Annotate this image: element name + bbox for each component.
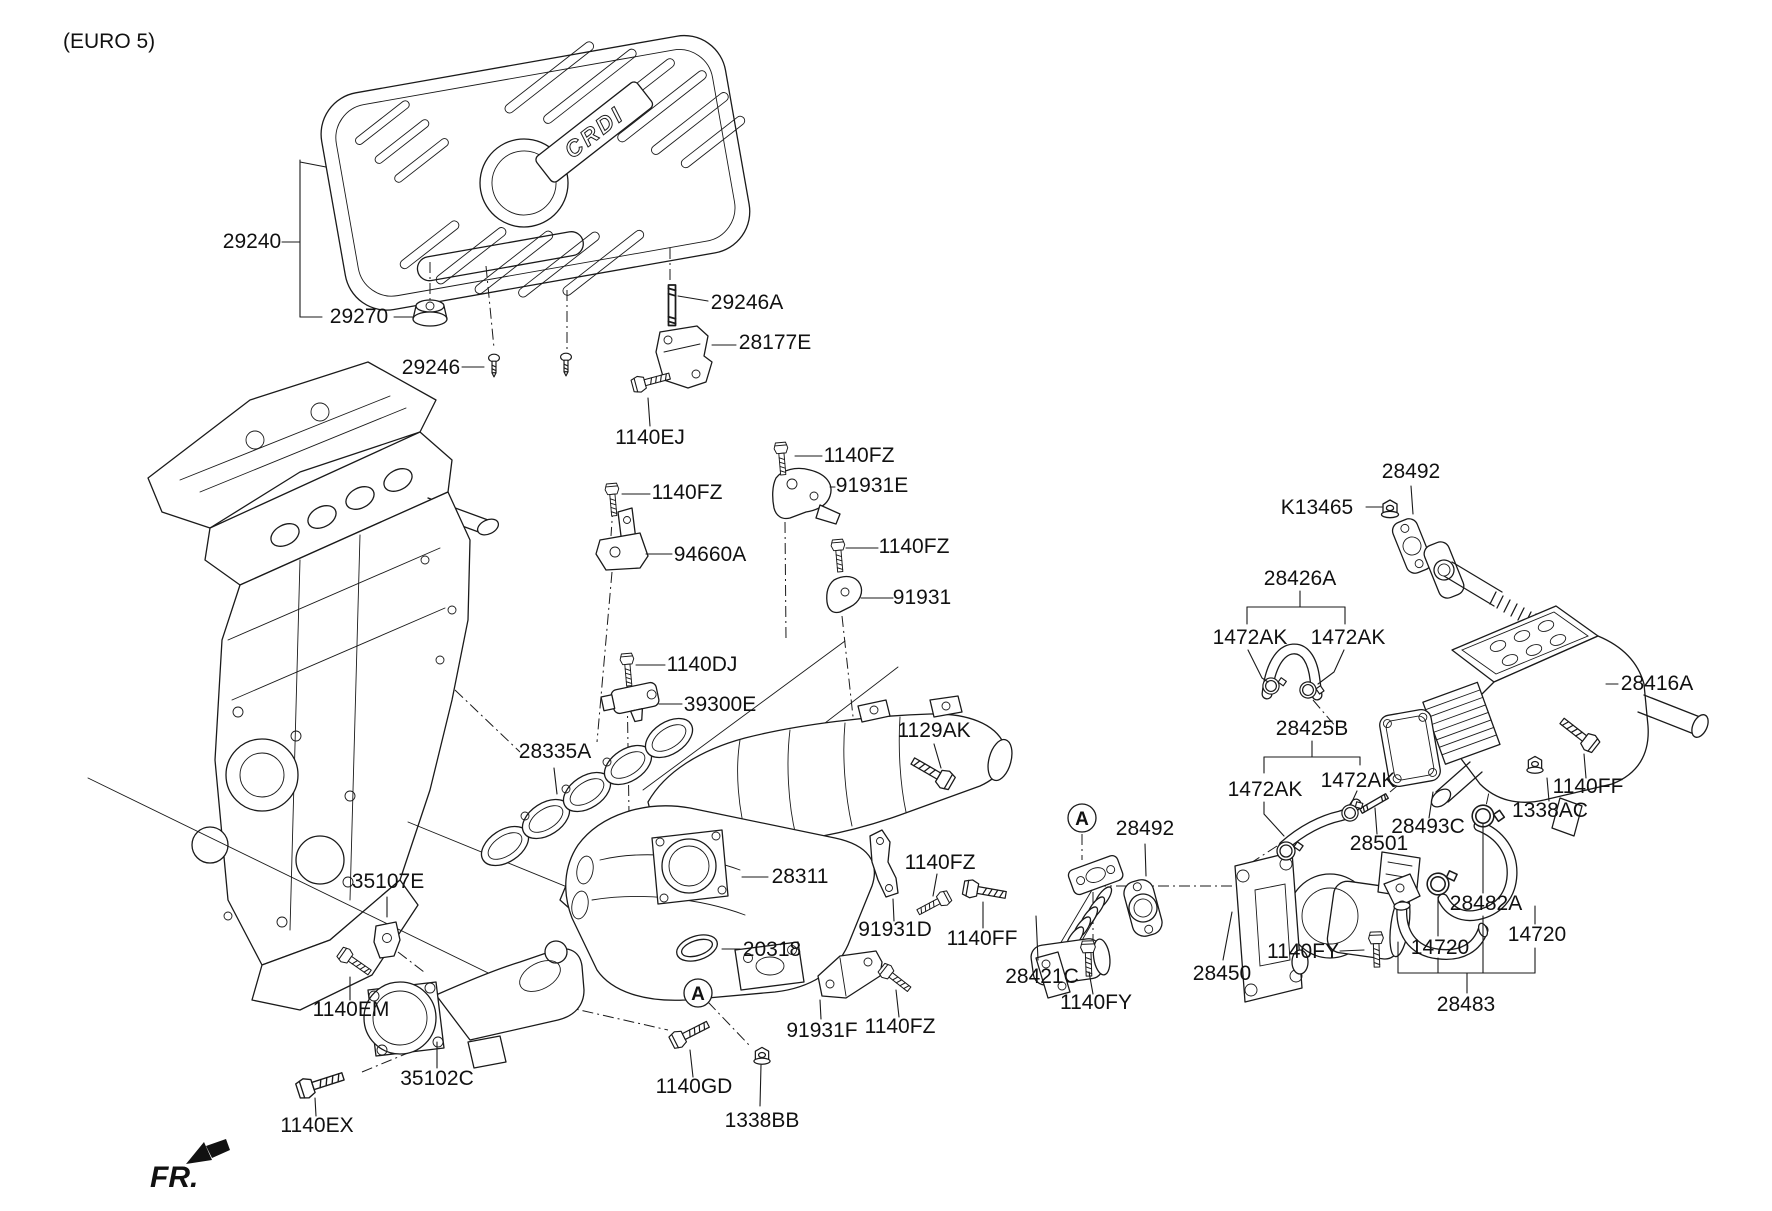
throttle-body-drawing: [363, 940, 585, 1069]
svg-text:A: A: [1075, 809, 1089, 830]
part-label-28416a: 28416A: [1621, 672, 1693, 695]
part-label-1129ak: 1129AK: [897, 719, 970, 742]
part-label-1140fz-4: 1140FZ: [905, 851, 976, 874]
part-label-1472ak-3: 1472AK: [1228, 778, 1303, 801]
nut-1338bb-icon: [753, 1046, 771, 1065]
part-label-1472ak-1: 1472AK: [1213, 626, 1288, 649]
part-label-1472ak-4: 1472AK: [1321, 769, 1396, 792]
bracket-35107e: [373, 921, 401, 959]
part-label-1140ex: 1140EX: [280, 1114, 353, 1137]
manifold-gasket-drawing: [480, 717, 694, 867]
bracket-91931e: [772, 467, 841, 525]
part-label-1140ff-2: 1140FF: [1553, 775, 1624, 798]
part-label-1140fz-5: 1140FZ: [865, 1015, 936, 1038]
part-label-28425b: 28425B: [1276, 717, 1348, 740]
part-label-28311: 28311: [772, 865, 829, 888]
part-label-35107e: 35107E: [352, 870, 424, 893]
leader-lines: [281, 159, 1619, 1117]
screw-29246-icon: [488, 353, 500, 378]
part-label-28483: 28483: [1437, 993, 1495, 1016]
part-label-28177e: 28177E: [739, 331, 811, 354]
part-label-35102c: 35102C: [400, 1067, 474, 1090]
egr-valve-drawing: [1234, 851, 1421, 1003]
bolt-1140ff1-icon: [961, 878, 1008, 905]
part-label-28335a: 28335A: [519, 740, 591, 763]
bolt-1140fz3-icon: [830, 538, 848, 573]
stud-29246a-icon: [667, 284, 677, 327]
part-label-1338bb: 1338BB: [725, 1109, 800, 1132]
engine-block-drawing: [147, 361, 646, 1011]
sensor-39300e: [600, 681, 660, 723]
part-label-1140em: 1140EM: [313, 998, 390, 1021]
part-label-1140dj: 1140DJ: [667, 653, 738, 676]
grommet-29270: [412, 299, 448, 327]
part-label-29270: 29270: [330, 305, 388, 328]
part-label-28501: 28501: [1350, 832, 1408, 855]
bracket-91931: [826, 575, 863, 614]
part-label-1140ff-1: 1140FF: [947, 927, 1018, 950]
bracket-91931d: [869, 829, 899, 898]
part-label-28492-2: 28492: [1116, 817, 1174, 840]
part-label-1140ej: 1140EJ: [615, 426, 685, 449]
part-label-28426a: 28426A: [1264, 567, 1336, 590]
part-label-28421c: 28421C: [1005, 965, 1079, 988]
intake-manifold-drawing: [565, 695, 1013, 1001]
part-label-91931e: 91931E: [836, 474, 908, 497]
gasket-28492-center: [1123, 879, 1163, 937]
part-label-94660a: 94660A: [674, 543, 746, 566]
part-label-1140fy-2: 1140FY: [1267, 940, 1339, 963]
part-label-1140fy-1: 1140FY: [1060, 991, 1132, 1014]
part-label-k13465: K13465: [1281, 496, 1353, 519]
part-label-29240: 29240: [223, 230, 281, 253]
variant-label: (EURO 5): [63, 30, 155, 53]
bolt-1140dj-icon: [619, 652, 637, 687]
hose-assembly-28483: [1383, 801, 1518, 961]
hose-28425b: [1276, 798, 1368, 861]
part-label-14720-1: 14720: [1411, 936, 1469, 959]
part-label-39300e: 39300E: [684, 693, 756, 716]
part-label-1472ak-2: 1472AK: [1311, 626, 1386, 649]
part-label-1140fz-3: 1140FZ: [879, 535, 950, 558]
part-label-91931d: 91931D: [858, 918, 932, 941]
part-label-28493c: 28493C: [1391, 815, 1465, 838]
part-label-1140gd: 1140GD: [656, 1075, 733, 1098]
part-label-28450: 28450: [1193, 962, 1251, 985]
bracket-94660a: [595, 507, 649, 571]
part-label-91931f: 91931F: [786, 1019, 857, 1042]
part-label-28492-1: 28492: [1382, 460, 1440, 483]
part-label-14720-2: 14720: [1508, 923, 1566, 946]
bolt-1140fz5-icon: [876, 961, 915, 996]
egr-cooler-drawing: [1391, 518, 1709, 837]
part-label-29246: 29246: [402, 356, 460, 379]
stud-28501: [1359, 793, 1389, 814]
part-label-20318: 20318: [743, 938, 801, 961]
part-label-1338ac: 1338AC: [1512, 799, 1588, 822]
bracket-28177e: [655, 325, 713, 389]
bolt-1140ex-icon: [294, 1066, 347, 1102]
nut-1338ac-icon: [1526, 755, 1544, 774]
part-label-28482a: 28482A: [1450, 892, 1522, 915]
fr-label: FR.: [150, 1161, 198, 1194]
fr-direction-arrow-icon: [186, 1139, 230, 1164]
engine-cover-drawing: CRDI: [320, 34, 751, 311]
gasket-28493c: [1379, 708, 1441, 788]
hose-28426a: [1261, 643, 1326, 704]
callout-a-2: A: [1067, 803, 1097, 833]
part-label-91931: 91931: [893, 586, 951, 609]
callout-a-1: A: [683, 978, 713, 1008]
screw-29246b-icon: [560, 352, 572, 377]
bracket-91931f: [817, 950, 883, 999]
svg-text:A: A: [691, 984, 705, 1005]
nut-k13465-icon: [1380, 499, 1400, 519]
part-label-29246a: 29246A: [711, 291, 783, 314]
part-label-1140fz-1: 1140FZ: [824, 444, 895, 467]
bolt-1140gd-icon: [667, 1016, 713, 1051]
part-label-1140fz-2: 1140FZ: [652, 481, 723, 504]
